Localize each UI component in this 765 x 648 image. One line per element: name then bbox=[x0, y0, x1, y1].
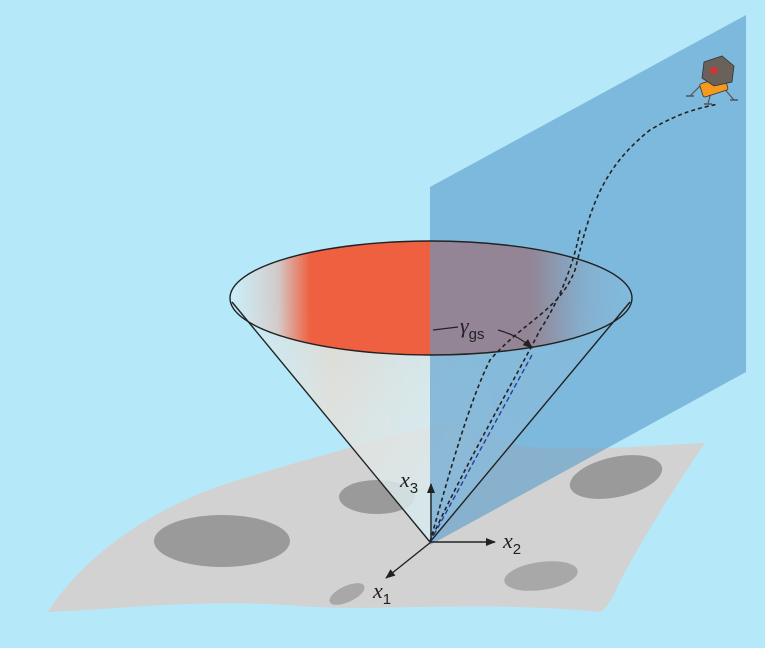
axis-x1-label: x1 bbox=[372, 578, 391, 608]
crater-small bbox=[329, 583, 365, 605]
lunar-lander-icon bbox=[686, 55, 738, 105]
cone-edge-right bbox=[429, 301, 631, 543]
glide-slope-guide-line bbox=[429, 354, 533, 543]
axis-x1-arrow bbox=[385, 541, 432, 579]
angle-label: γgs bbox=[460, 313, 485, 343]
cone-rim-outline bbox=[229, 240, 633, 356]
crater-right bbox=[569, 455, 663, 499]
axis-x3-label: x3 bbox=[399, 467, 418, 497]
cone-edge-left bbox=[231, 301, 431, 543]
vertical-trajectory-plane bbox=[430, 15, 746, 545]
crater-large-left bbox=[154, 515, 290, 567]
landing-trajectory-inner bbox=[429, 229, 581, 543]
landing-trajectory-outer bbox=[429, 103, 719, 543]
angle-leader-line bbox=[432, 326, 459, 331]
angle-arrow bbox=[497, 329, 533, 349]
axis-x2-label: x2 bbox=[502, 528, 521, 558]
crater-lower-right bbox=[504, 561, 578, 591]
